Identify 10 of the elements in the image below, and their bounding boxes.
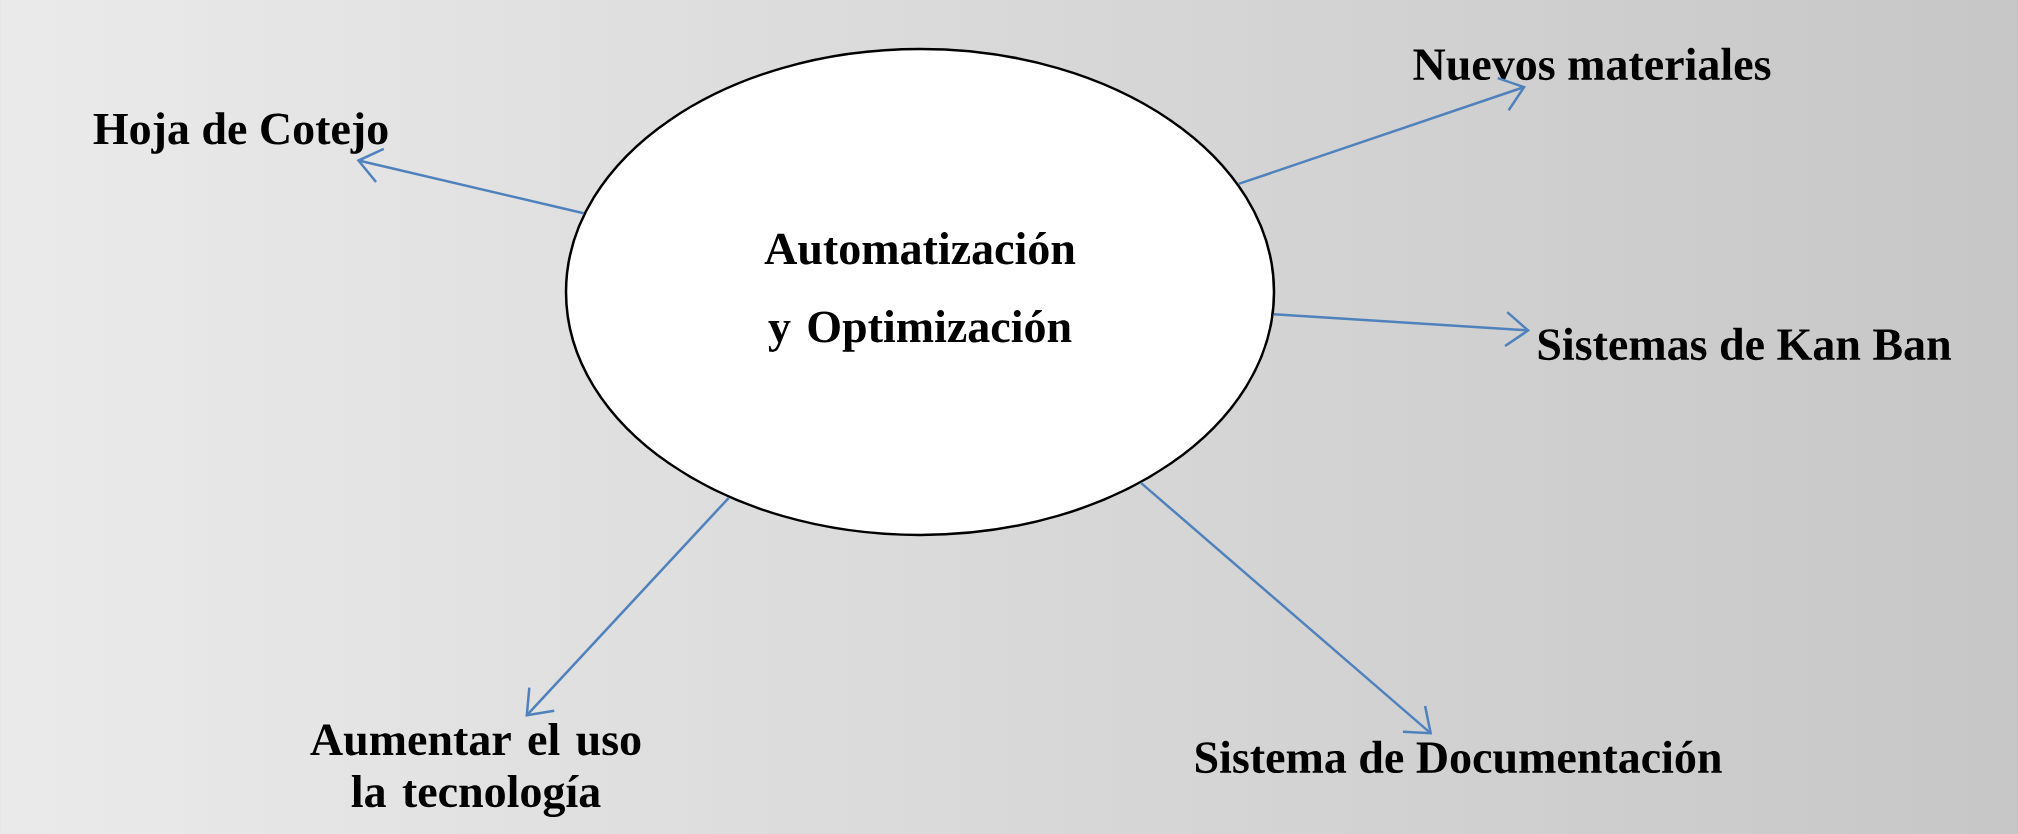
arrow xyxy=(525,496,730,717)
label-text: Hoja de Cotejo xyxy=(93,112,388,154)
label-text: Sistemas de Kan Ban xyxy=(1538,327,1951,361)
label-text: Nuevos materiales xyxy=(1413,47,1771,81)
arrow xyxy=(1273,311,1531,348)
arrow xyxy=(1140,482,1433,735)
label-text: Aumentar el uso la tecnología xyxy=(310,722,641,817)
arrow xyxy=(1238,76,1526,186)
arrow xyxy=(356,147,585,215)
label-text: Sistema de Documentación xyxy=(1196,740,1722,774)
